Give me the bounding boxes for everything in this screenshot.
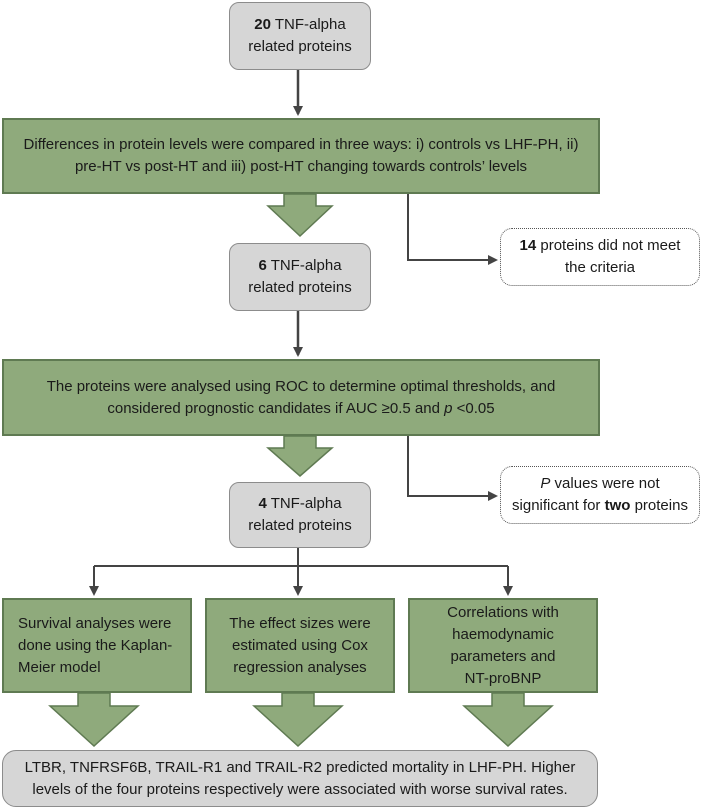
note1-line1: proteins did not meet <box>540 237 681 254</box>
note2-line1: values were not <box>554 475 660 492</box>
box3-line2: related proteins <box>248 517 352 534</box>
not-significant-note: P values were not significant for two pr… <box>500 466 700 524</box>
result-box: LTBR, TNFRSF6B, TRAIL-R1 and TRAIL-R2 pr… <box>2 750 598 807</box>
box3-line1: TNF-alpha <box>270 495 342 512</box>
branch2-line2: estimated using Cox <box>232 636 368 654</box>
roc-step: The proteins were analysed using ROC to … <box>2 359 600 436</box>
branch3-line2: haemodynamic <box>452 625 554 643</box>
branch3-line4: NT-proBNP <box>464 669 542 687</box>
branch1-line3: Meier model <box>18 658 101 676</box>
block-arrow-1 <box>266 193 334 238</box>
proteins-4-box: 4 TNF-alpha related proteins <box>229 482 371 548</box>
result-line1: LTBR, TNFRSF6B, TRAIL-R1 and TRAIL-R2 pr… <box>24 758 576 776</box>
correlations-box: Correlations with haemodynamic parameter… <box>408 598 598 693</box>
branch2-line1: The effect sizes were <box>229 614 371 632</box>
arrow-note-1 <box>407 194 498 265</box>
p-symbol: p <box>444 399 453 417</box>
excluded-14-note: 14 proteins did not meet the criteria <box>500 228 700 286</box>
block-arrow-2 <box>266 435 334 477</box>
step1-line1: Differences in protein levels were compa… <box>23 136 579 153</box>
effect-size-box: The effect sizes were estimated using Co… <box>205 598 395 693</box>
box1-line2: related proteins <box>248 38 352 55</box>
branch1-line1: Survival analyses were <box>18 614 172 632</box>
branch2-line3: regression analyses <box>233 658 367 676</box>
note1-line2: the criteria <box>564 259 635 276</box>
box1-line1: TNF-alpha <box>274 16 346 33</box>
note2-line2b: proteins <box>634 497 688 514</box>
proteins-6-box: 6 TNF-alpha related proteins <box>229 243 371 311</box>
box2-line2: related proteins <box>248 279 352 296</box>
count-6: 6 <box>258 257 267 274</box>
proteins-20-box: 20 TNF-alpha related proteins <box>229 2 371 70</box>
block-arrow-branch-2 <box>252 692 344 748</box>
step2-line1: The proteins were analysed using ROC to … <box>46 377 556 395</box>
branch3-line3: parameters and <box>450 647 556 665</box>
count-14: 14 <box>519 237 537 254</box>
comparison-step: Differences in protein levels were compa… <box>2 118 600 194</box>
survival-analysis-box: Survival analyses were done using the Ka… <box>2 598 192 693</box>
step2-line2a: considered prognostic candidates if AUC … <box>107 399 440 417</box>
note2-line2a: significant for <box>512 497 601 514</box>
branch1-line2: done using the Kaplan- <box>18 636 173 654</box>
branch3-line1: Correlations with <box>447 603 559 621</box>
block-arrow-branch-1 <box>48 692 140 748</box>
arrow-note-2 <box>407 436 498 501</box>
count-two: two <box>604 497 631 514</box>
count-20: 20 <box>254 16 271 33</box>
step1-line2: pre-HT vs post-HT and iii) post-HT chang… <box>74 158 528 175</box>
p-value-symbol: P <box>540 475 551 492</box>
count-4: 4 <box>258 495 267 512</box>
step2-line2b: <0.05 <box>456 399 495 417</box>
result-line2: levels of the four proteins respectively… <box>32 780 568 798</box>
box2-line1: TNF-alpha <box>270 257 342 274</box>
block-arrow-branch-3 <box>462 692 554 748</box>
